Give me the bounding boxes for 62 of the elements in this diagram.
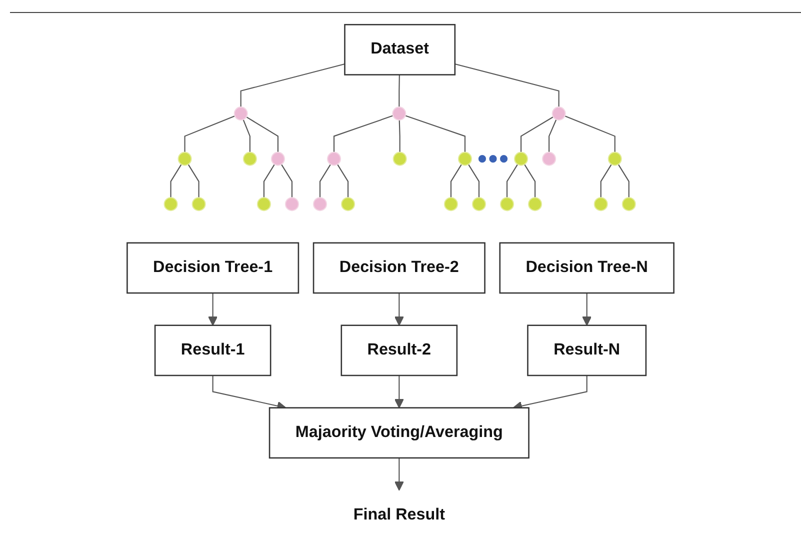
connector (520, 116, 554, 152)
connector (618, 164, 630, 198)
node-circle (164, 197, 178, 212)
node-circle (608, 152, 622, 166)
node-circle (622, 197, 636, 212)
connector (184, 115, 236, 152)
node-circle (341, 197, 356, 212)
node-box: Decision Tree-2 (312, 242, 486, 294)
connector (600, 164, 612, 198)
connector (564, 115, 616, 152)
node-circle (542, 152, 556, 166)
connector (336, 164, 349, 198)
node-circle (242, 152, 257, 166)
node-circle (514, 152, 528, 166)
node-text: Final Result (353, 505, 445, 524)
node-circle (312, 197, 327, 212)
node-box: Result-N (527, 324, 647, 376)
node-circle (472, 197, 486, 212)
node-circle (500, 197, 514, 212)
node-box: Dataset (344, 24, 456, 76)
connector (405, 115, 466, 152)
arrow (394, 293, 404, 326)
connector (398, 74, 400, 108)
connector (524, 164, 536, 198)
connector (242, 119, 250, 152)
node-circle (444, 197, 458, 212)
node-circle (392, 152, 407, 166)
connector (333, 115, 394, 152)
node-circle (192, 197, 206, 212)
connector (454, 63, 560, 108)
connector (170, 164, 182, 198)
node-circle (552, 106, 566, 121)
node-box: Result-2 (340, 324, 458, 376)
connector (398, 120, 400, 152)
node-circle (178, 152, 192, 166)
node-circle (270, 152, 285, 166)
connector (548, 119, 557, 152)
node-circle (327, 152, 342, 166)
connector (506, 164, 518, 198)
node-box: Decision Tree-1 (126, 242, 300, 294)
arrow (394, 375, 404, 408)
node-box: Decision Tree-N (499, 242, 674, 294)
connector (188, 164, 200, 198)
node-circle (392, 106, 406, 121)
node-box: Result-1 (154, 324, 272, 376)
arrow (582, 293, 592, 326)
arrow (208, 293, 218, 326)
connector (450, 164, 462, 198)
node-circle (528, 197, 542, 212)
node-circle (256, 197, 271, 212)
connector (246, 116, 278, 152)
arrow (394, 458, 404, 491)
node-circle (594, 197, 608, 212)
node-circle (458, 152, 472, 166)
connector (263, 164, 276, 198)
connector (319, 164, 332, 198)
node-circle (234, 106, 248, 121)
node-box: Majaority Voting/Averaging (268, 407, 530, 459)
connector (240, 63, 345, 108)
connector (468, 164, 480, 198)
connector (280, 164, 293, 198)
node-circle (284, 197, 299, 212)
